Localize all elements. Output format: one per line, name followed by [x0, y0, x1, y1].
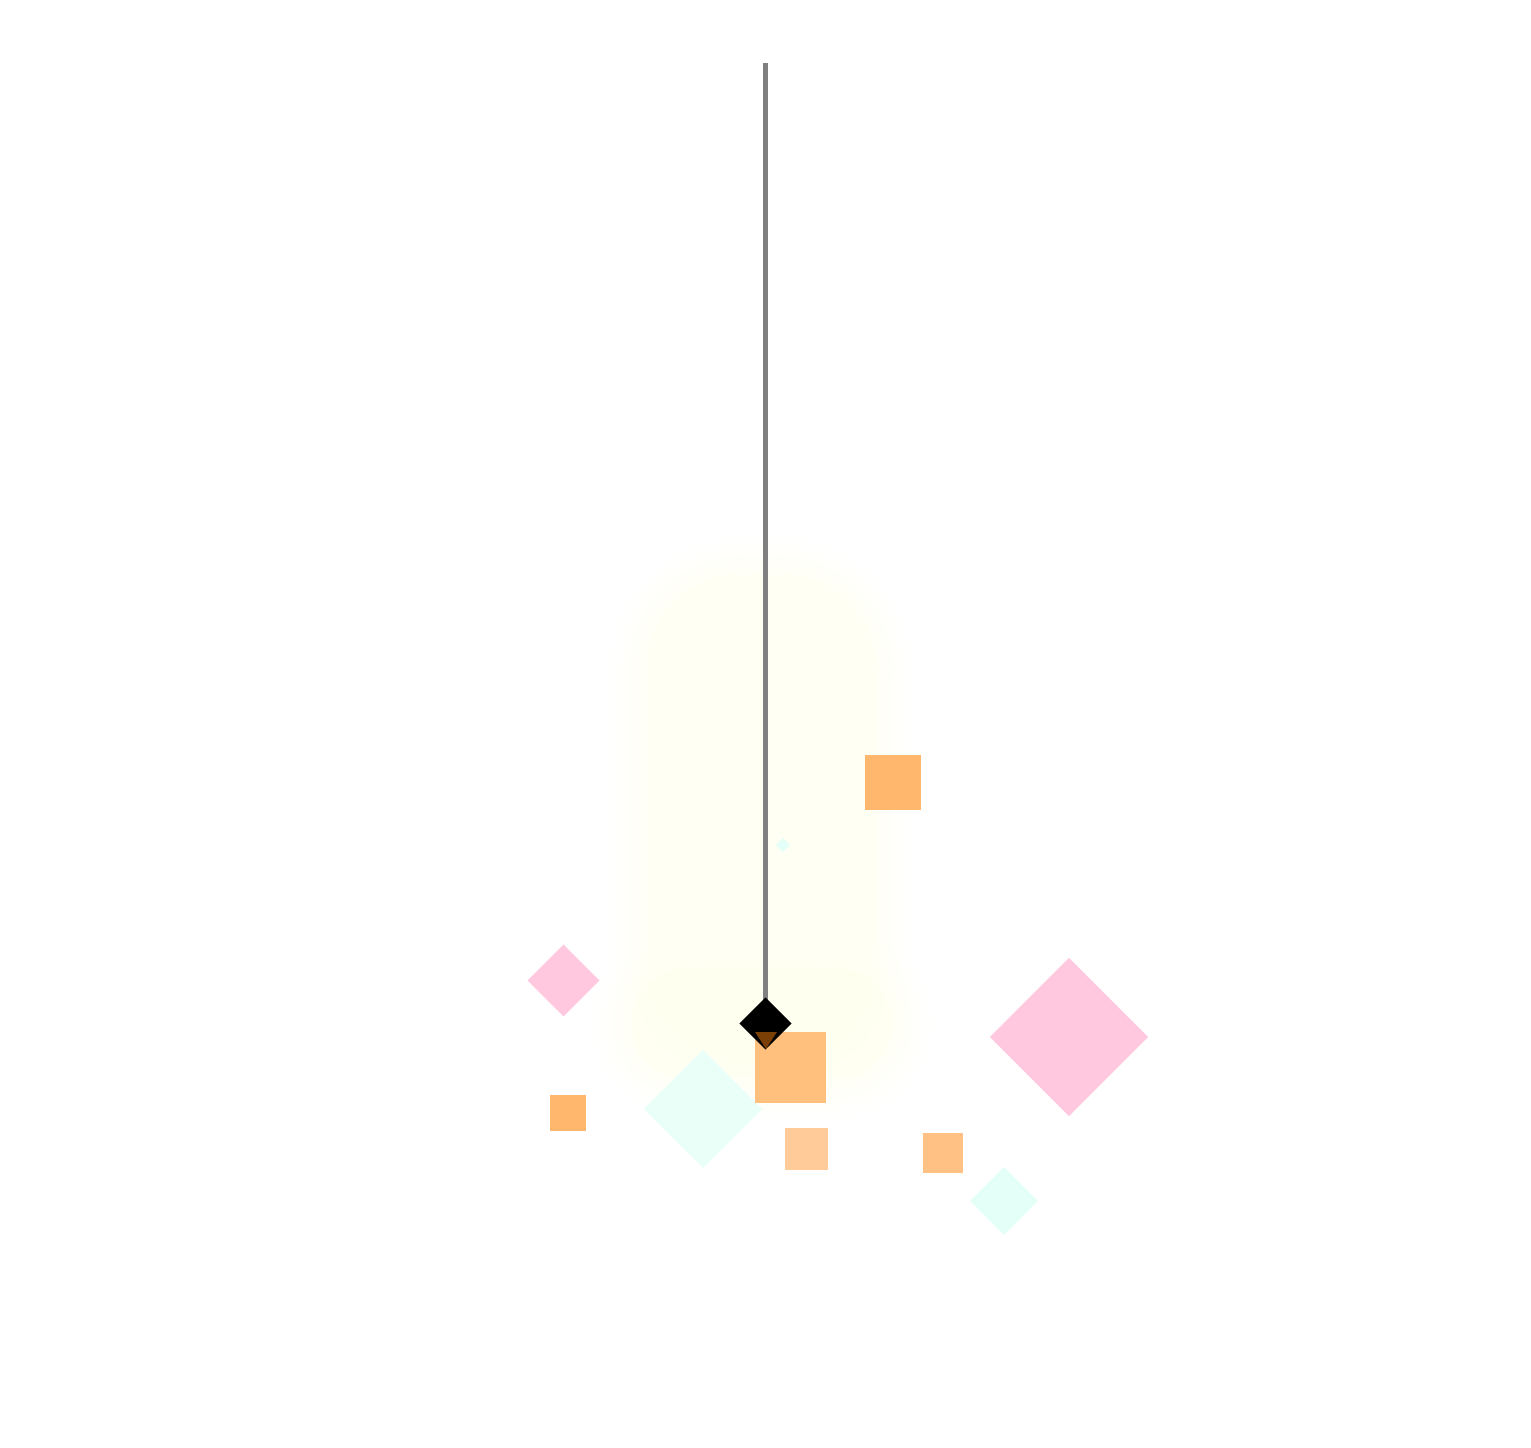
particle-square [865, 755, 921, 810]
particle-square-small [785, 1128, 828, 1170]
particle-diamond-small [970, 1167, 1038, 1235]
particle-diamond [527, 944, 600, 1017]
particle-square-small [923, 1133, 963, 1173]
particle-diamond-large [989, 957, 1149, 1117]
pendulum-string [763, 63, 768, 1008]
particle-square-small [550, 1095, 586, 1131]
